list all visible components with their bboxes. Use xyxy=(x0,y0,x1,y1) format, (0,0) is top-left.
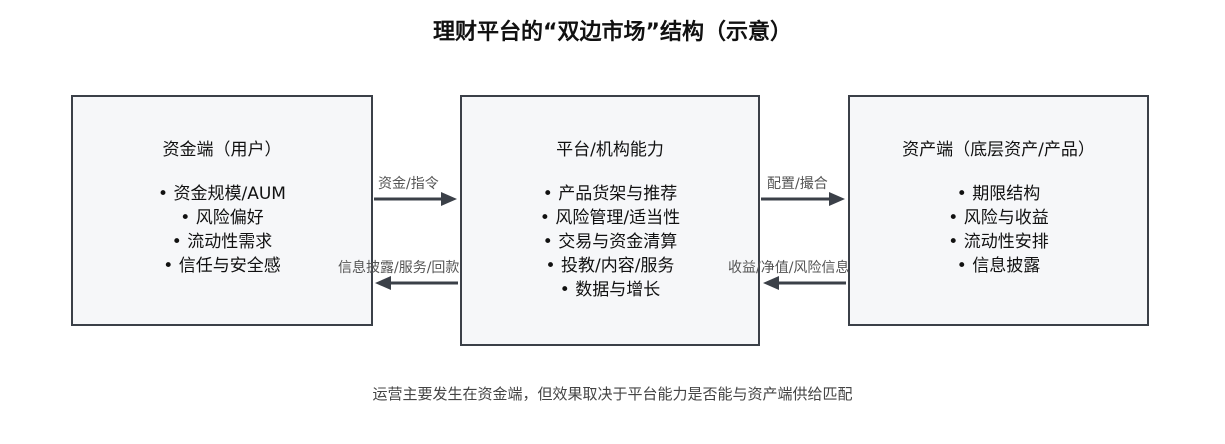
box-heading: 资产端（底层资产/产品） xyxy=(902,140,1095,160)
list-item: • 信任与安全感 xyxy=(163,256,281,276)
arrow-right-to-center xyxy=(763,276,846,290)
box-capital-side: 资金端（用户） • 资金规模/AUM • 风险偏好 • 流动性需求 • 信任与安… xyxy=(71,95,373,326)
arrow-center-to-right xyxy=(761,192,845,206)
footnote: 运营主要发生在资金端，但效果取决于平台能力是否能与资产端供给匹配 xyxy=(372,385,853,403)
box-heading: 资金端（用户） xyxy=(162,140,282,160)
list-item: • 风险管理/适当性 xyxy=(539,208,681,228)
list-item: • 资金规模/AUM xyxy=(158,184,286,204)
list-item: • 风险偏好 xyxy=(180,208,264,228)
arrow-left-to-center xyxy=(374,192,457,206)
list-item: • 风险与收益 xyxy=(948,208,1049,228)
list-item: • 信息披露 xyxy=(956,256,1041,276)
list-item: • 数据与增长 xyxy=(559,280,661,300)
arrow-label: 配置/撮合 xyxy=(767,176,828,192)
list-item: • 交易与资金清算 xyxy=(542,232,678,252)
list-item: • 流动性需求 xyxy=(171,232,273,252)
list-item: • 流动性安排 xyxy=(948,232,1049,252)
arrow-label: 资金/指令 xyxy=(378,176,439,192)
list-item: • 投教/内容/服务 xyxy=(545,256,675,276)
arrow-label: 收益/净值/风险信息 xyxy=(728,260,850,276)
box-platform: 平台/机构能力 • 产品货架与推荐 • 风险管理/适当性 • 交易与资金清算 •… xyxy=(460,95,760,346)
diagram-title: 理财平台的“双边市场”结构（示意） xyxy=(433,20,792,45)
arrow-center-to-left xyxy=(375,276,458,290)
box-asset-side: 资产端（底层资产/产品） • 期限结构 • 风险与收益 • 流动性安排 • 信息… xyxy=(848,95,1149,326)
arrow-label: 信息披露/服务/回款 xyxy=(338,260,460,276)
list-item: • 产品货架与推荐 xyxy=(542,184,678,204)
list-item: • 期限结构 xyxy=(956,184,1041,204)
box-heading: 平台/机构能力 xyxy=(556,140,664,160)
